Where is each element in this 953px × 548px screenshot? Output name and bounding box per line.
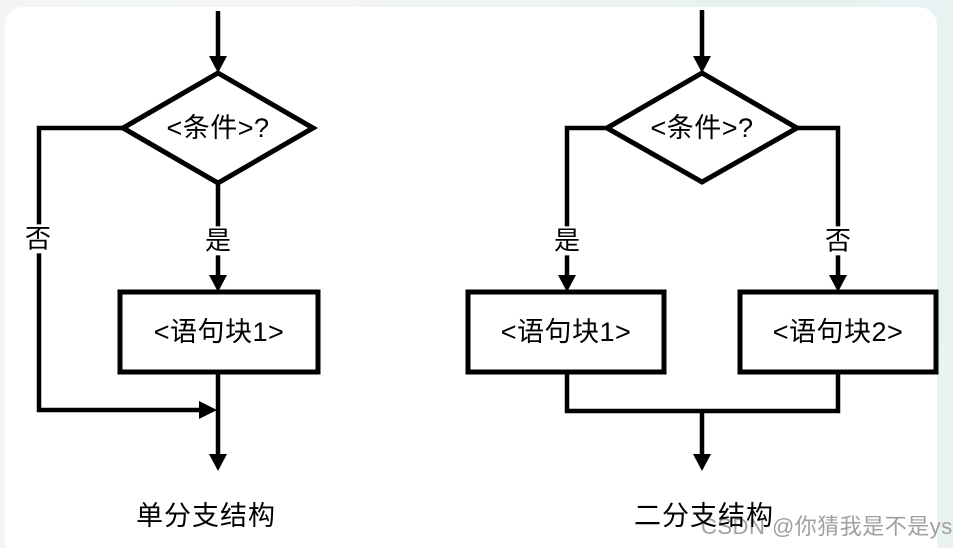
arrow-down-icon	[209, 56, 227, 73]
no-branch-label: 否	[22, 223, 54, 254]
statement-block2-text: <语句块2>	[772, 316, 904, 347]
arrow-down-icon	[693, 56, 711, 73]
arrow-down-icon	[209, 454, 227, 471]
condition-diamond	[601, 70, 803, 185]
statement-block1-box	[465, 289, 667, 375]
arrow-down-icon	[209, 275, 227, 292]
arrow-down-icon	[693, 454, 711, 471]
merge-line	[564, 372, 841, 414]
arrow-down-icon	[829, 275, 847, 292]
no-branch-label: 否	[822, 225, 854, 256]
csdn-watermark: CSDN @你猜我是不是ysh	[701, 514, 953, 539]
single-branch-caption: 单分支结构	[136, 500, 276, 531]
yes-branch-label: 是	[202, 225, 234, 256]
condition-text: <条件>?	[166, 112, 270, 143]
statement-block1-text: <语句块1>	[500, 316, 632, 347]
condition-text: <条件>?	[650, 112, 754, 143]
double-branch-flowchart	[465, 10, 939, 471]
diagram-card	[5, 7, 937, 548]
statement-block-text: <语句块1>	[153, 316, 285, 347]
single-branch-flowchart	[36, 11, 321, 471]
yes-branch-label: 是	[551, 225, 583, 256]
double-branch-caption: 二分支结构	[634, 500, 774, 531]
arrow-right-icon	[199, 401, 217, 419]
arrow-down-icon	[558, 275, 576, 292]
no-branch-line	[36, 125, 200, 413]
